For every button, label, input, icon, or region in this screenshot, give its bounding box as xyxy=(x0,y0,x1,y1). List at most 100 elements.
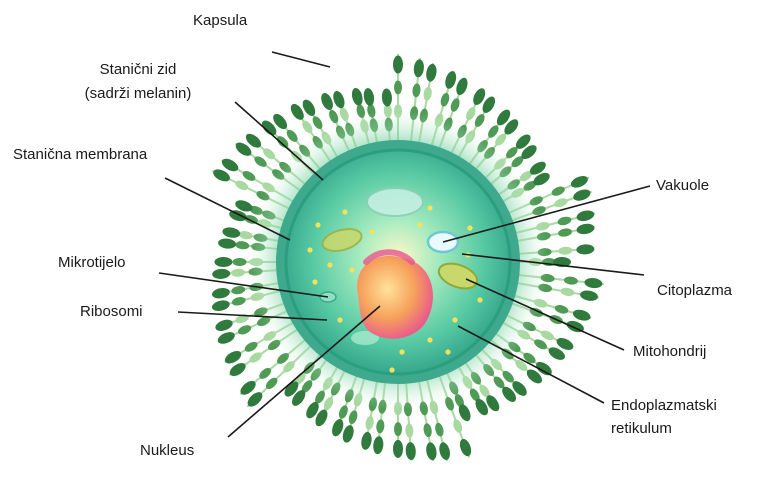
capsule-bead xyxy=(372,436,384,455)
ribosome xyxy=(312,279,317,284)
capsule-bead xyxy=(454,76,470,96)
capsule-bead xyxy=(231,285,246,295)
ribosome xyxy=(445,349,450,354)
ribosome xyxy=(477,297,482,302)
capsule-bead xyxy=(218,238,237,250)
label-mitohondrij: Mitohondrij xyxy=(633,342,706,361)
label-kapsula: Kapsula xyxy=(193,11,247,30)
label-stanicni-zid: Stanični zid (sadrži melanin) xyxy=(58,60,218,103)
capsule-bead xyxy=(222,226,241,239)
capsule-bead xyxy=(560,287,575,297)
label-vakuole: Vakuole xyxy=(656,176,709,195)
capsule-bead xyxy=(360,431,373,450)
capsule-bead xyxy=(337,404,349,420)
capsule-bead xyxy=(300,119,314,135)
capsule-bead xyxy=(452,418,464,434)
capsule-bead xyxy=(423,423,433,438)
ribosome xyxy=(417,222,422,227)
capsule-bead xyxy=(425,63,438,82)
capsule-bead xyxy=(212,268,231,279)
capsule-bead xyxy=(237,323,253,336)
capsule-bead xyxy=(564,276,579,285)
capsule-bead xyxy=(579,289,598,302)
capsule-bead xyxy=(449,97,461,113)
capsule-bead xyxy=(394,80,402,94)
capsule-bead xyxy=(214,257,232,267)
ribosome xyxy=(349,267,354,272)
ribosome xyxy=(427,205,432,210)
capsule-bead xyxy=(211,299,231,313)
leader-kapsula xyxy=(272,52,330,67)
capsule-bead xyxy=(231,268,246,277)
capsule-bead xyxy=(350,87,364,107)
capsule-bead xyxy=(425,442,438,461)
capsule-bead xyxy=(362,87,375,106)
capsule-bead xyxy=(248,350,264,364)
ribosome xyxy=(307,247,312,252)
capsule-bead xyxy=(233,258,247,266)
capsule-bead xyxy=(572,308,592,323)
ribosome xyxy=(369,229,374,234)
capsule-bead xyxy=(557,227,572,237)
capsule-bead xyxy=(569,174,590,190)
label-endoplazmatski-line1: Endoplazmatski xyxy=(611,396,717,415)
capsule-bead xyxy=(405,423,414,438)
label-citoplazma: Citoplazma xyxy=(657,281,732,300)
capsule-bead xyxy=(376,419,385,434)
ribosome xyxy=(452,317,457,322)
capsule-bead xyxy=(439,92,451,108)
capsule-bead xyxy=(464,106,477,122)
label-mikrotijelo: Mikrotijelo xyxy=(58,253,126,272)
label-endoplazmatski-retikulum: Endoplazmatski retikulum xyxy=(611,396,717,438)
capsule-bead xyxy=(347,409,359,425)
label-stanicni-zid-line1: Stanični zid xyxy=(58,60,218,79)
ribosome xyxy=(389,367,394,372)
capsule-bead xyxy=(539,329,555,342)
capsule-bead xyxy=(405,442,416,461)
ribosome xyxy=(315,222,320,227)
label-stanicni-zid-line2: (sadrži melanin) xyxy=(58,84,218,103)
capsule-bead xyxy=(214,318,234,334)
capsule-bead xyxy=(576,244,595,255)
capsule-bead xyxy=(216,330,237,346)
capsule-bead xyxy=(231,296,247,307)
capsule-bead xyxy=(341,424,356,444)
label-endoplazmatski-line2: retikulum xyxy=(611,419,717,438)
capsule-bead xyxy=(550,185,566,198)
capsule-bead xyxy=(393,440,403,458)
capsule-bead xyxy=(327,109,340,125)
label-stanicna-membrana: Stanična membrana xyxy=(13,145,147,164)
capsule-bead xyxy=(319,91,335,112)
capsule-bead xyxy=(434,422,445,438)
capsule-bead xyxy=(438,441,452,461)
capsule-bead xyxy=(381,88,392,107)
capsule-bead xyxy=(311,115,325,131)
capsule-bead xyxy=(558,246,573,255)
capsule-bead xyxy=(413,59,425,78)
capsule-bead xyxy=(235,241,250,250)
capsule-bead xyxy=(576,222,595,235)
capsule-bead xyxy=(533,337,549,351)
nucleus xyxy=(357,256,433,339)
ribosome xyxy=(427,337,432,342)
capsule-bead xyxy=(557,215,573,226)
capsule-bead xyxy=(584,277,603,289)
capsule-bead xyxy=(575,209,595,223)
ribosome xyxy=(337,317,342,322)
capsule-bead xyxy=(443,70,458,90)
capsule-bead xyxy=(572,187,592,203)
ribosome xyxy=(327,262,332,267)
capsule-bead xyxy=(393,56,403,74)
ribosome xyxy=(399,349,404,354)
capsule-bead xyxy=(331,89,347,109)
capsule-bead xyxy=(234,179,250,192)
capsule-bead xyxy=(211,287,230,300)
capsule-bead xyxy=(243,340,259,354)
capsule-bead xyxy=(554,304,570,316)
ribosome xyxy=(342,209,347,214)
capsule-bead xyxy=(412,83,421,98)
label-nukleus: Nukleus xyxy=(140,441,194,460)
vesicle-top xyxy=(367,188,423,216)
capsule-bead xyxy=(423,86,433,101)
